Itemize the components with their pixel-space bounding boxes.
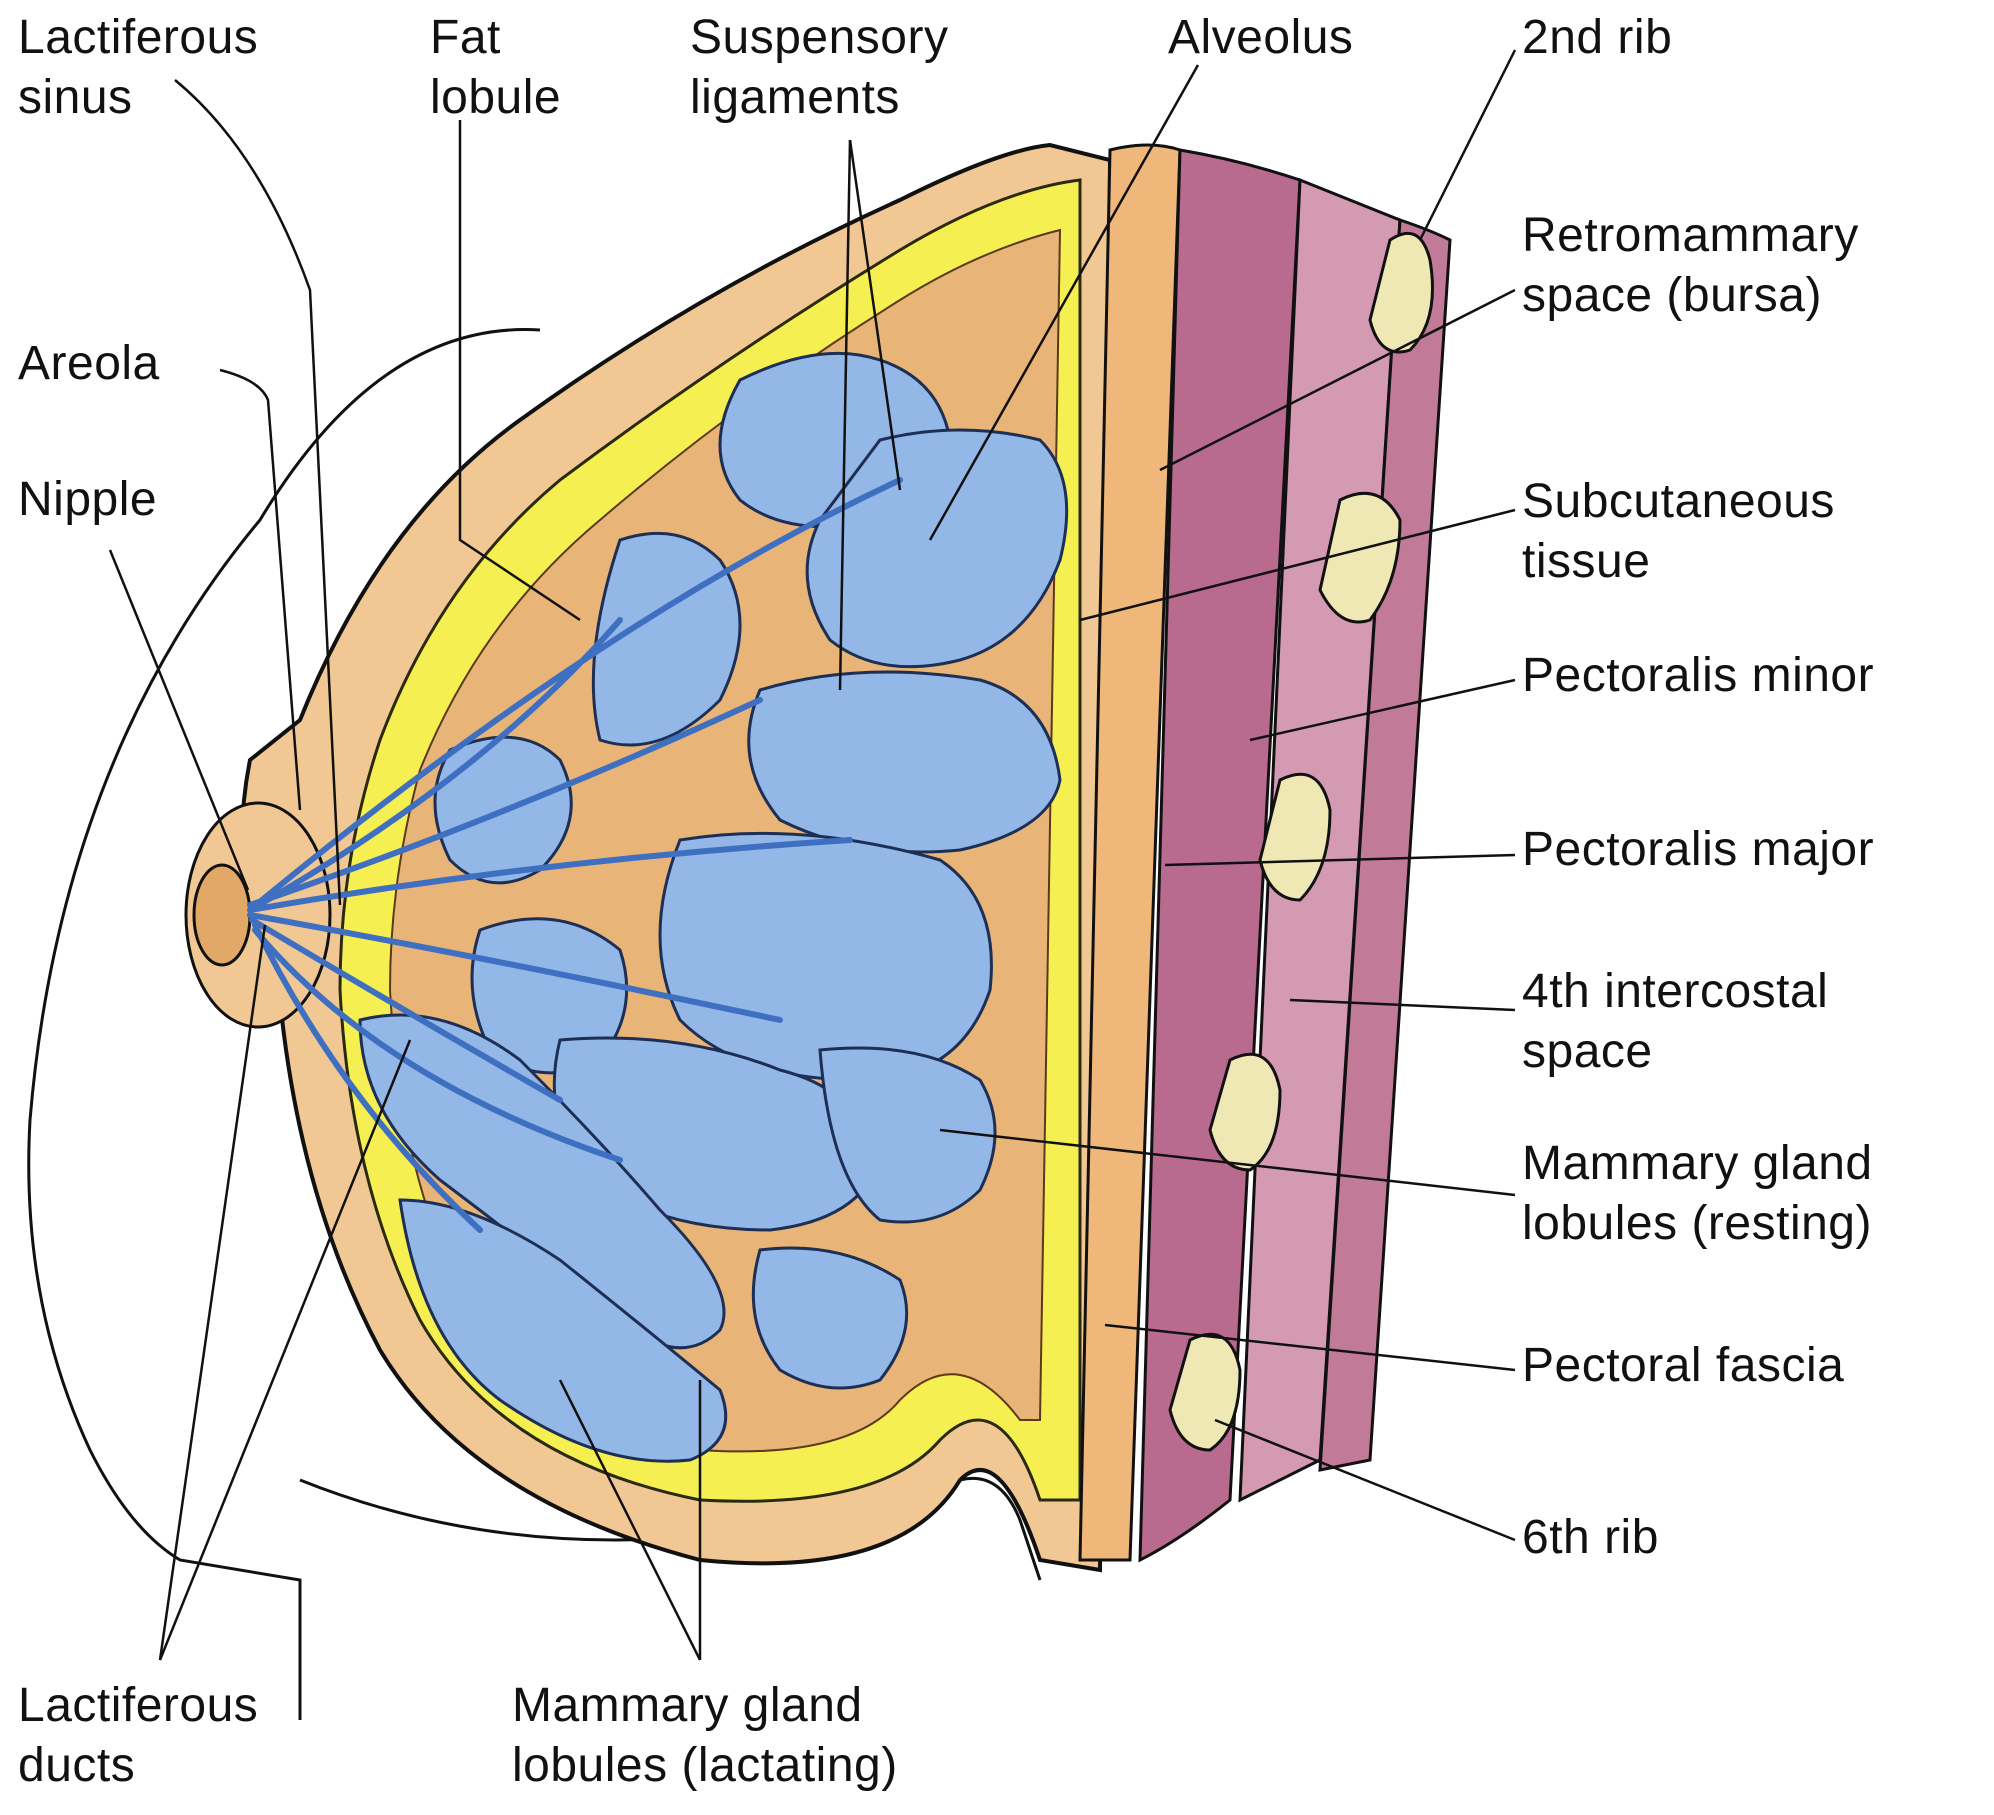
label-line: Pectoralis major <box>1522 823 1875 876</box>
body-outline <box>27 328 541 1720</box>
label-retromammary-space: Retromammary space (bursa) <box>1522 206 1859 326</box>
pectoral-fascia-band <box>1078 143 1182 1562</box>
label-line: Lactiferous <box>18 11 259 64</box>
label-line: Pectoral fascia <box>1522 1339 1845 1392</box>
label-line: Suspensory <box>690 11 949 64</box>
label-fat-lobule: Fat lobule <box>430 8 561 128</box>
rib-2nd-shape <box>1368 231 1434 354</box>
label-line: ligaments <box>690 71 900 124</box>
label-line: space <box>1522 1025 1653 1078</box>
label-line: lobules (resting) <box>1522 1197 1872 1250</box>
label-4th-intercostal-space: 4th intercostal space <box>1522 962 1828 1082</box>
label-lactiferous-sinus: Lactiferous sinus <box>18 8 258 128</box>
label-pectoral-fascia: Pectoral fascia <box>1522 1336 1844 1396</box>
label-nipple: Nipple <box>18 470 157 530</box>
leader-lines <box>108 49 1517 1661</box>
nipple-shape <box>192 863 252 967</box>
label-line: 6th rib <box>1522 1511 1659 1564</box>
label-line: Subcutaneous <box>1522 475 1835 528</box>
label-line: lobules (lactating) <box>512 1739 898 1792</box>
label-line: sinus <box>18 71 133 124</box>
label-line: ducts <box>18 1739 136 1792</box>
label-line: Mammary gland <box>512 1679 863 1732</box>
label-line: Retromammary <box>1522 209 1859 262</box>
label-mammary-gland-lobules-resting: Mammary gland lobules (resting) <box>1522 1134 1873 1254</box>
label-line: space (bursa) <box>1522 269 1822 322</box>
label-suspensory-ligaments: Suspensory ligaments <box>690 8 948 128</box>
label-line: 4th intercostal <box>1522 965 1829 1018</box>
label-line: Pectoralis minor <box>1522 649 1875 702</box>
lactiferous-ducts-shape <box>247 477 903 1233</box>
label-areola: Areola <box>18 334 160 394</box>
label-line: lobule <box>430 71 562 124</box>
intercostal-muscle <box>1318 217 1452 1472</box>
label-line: Mammary gland <box>1522 1137 1873 1190</box>
label-line: Alveolus <box>1168 11 1354 64</box>
label-line: tissue <box>1522 535 1651 588</box>
label-6th-rib: 6th rib <box>1522 1508 1659 1568</box>
label-subcutaneous-tissue: Subcutaneous tissue <box>1522 472 1835 592</box>
ribs <box>1168 231 1434 1452</box>
label-alveolus: Alveolus <box>1168 8 1353 68</box>
label-line: Fat <box>430 11 501 64</box>
label-line: Areola <box>18 337 160 390</box>
label-line: 2nd rib <box>1522 11 1673 64</box>
label-mammary-gland-lobules-lactating: Mammary gland lobules (lactating) <box>512 1676 898 1796</box>
label-2nd-rib: 2nd rib <box>1522 8 1672 68</box>
label-pectoralis-major: Pectoralis major <box>1522 820 1874 880</box>
gland-lobules <box>358 351 1069 1463</box>
label-line: Lactiferous <box>18 1679 259 1732</box>
label-lactiferous-ducts: Lactiferous ducts <box>18 1676 258 1796</box>
label-pectoralis-minor: Pectoralis minor <box>1522 646 1874 706</box>
label-line: Nipple <box>18 473 158 526</box>
